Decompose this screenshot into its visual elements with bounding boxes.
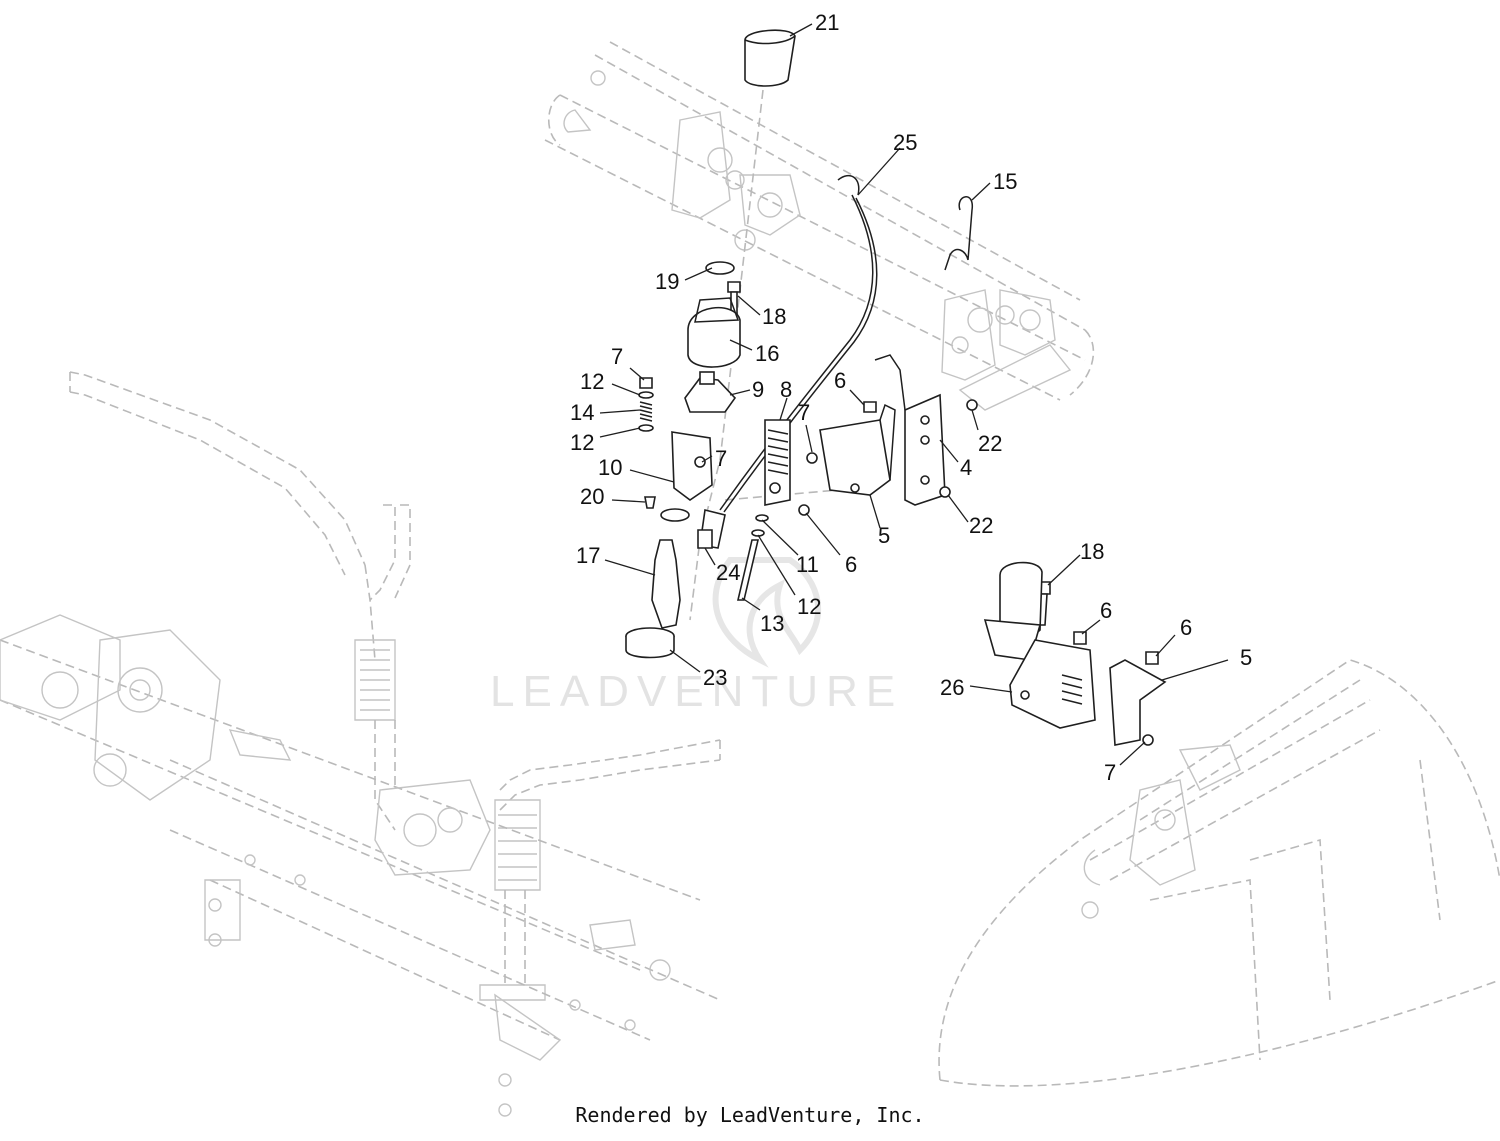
part-20-pin xyxy=(644,496,656,509)
callout-23: 23 xyxy=(703,665,727,690)
callout-21: 21 xyxy=(815,10,839,35)
callouts: 21 25 15 19 18 16 7 12 14 12 9 8 7 6 10 … xyxy=(570,10,1252,785)
callout-22b: 22 xyxy=(969,513,993,538)
callout-15: 15 xyxy=(993,169,1017,194)
callout-4: 4 xyxy=(960,455,972,480)
callout-12c: 12 xyxy=(797,594,821,619)
callout-11: 11 xyxy=(796,552,819,577)
watermark-text: LEADVENTURE xyxy=(490,667,903,716)
callout-19: 19 xyxy=(655,269,679,294)
part-4-bracket xyxy=(874,354,946,506)
part-22-washer-upper xyxy=(966,399,978,411)
callout-8: 8 xyxy=(780,377,792,402)
watermark: LEADVENTURE xyxy=(490,557,903,716)
part-10-mount xyxy=(671,431,713,501)
part-26-plate xyxy=(1009,639,1096,729)
callout-7b: 7 xyxy=(798,400,810,425)
part-5-plate-upper xyxy=(819,403,896,496)
part-6-bolt-mid xyxy=(798,504,810,516)
callout-10: 10 xyxy=(598,455,622,480)
callout-16: 16 xyxy=(755,341,779,366)
callout-26: 26 xyxy=(940,675,964,700)
part-7-nut-mid xyxy=(806,452,818,464)
part-23-cup xyxy=(625,627,675,659)
part-24-fitting xyxy=(697,529,713,549)
callout-12a: 12 xyxy=(580,369,604,394)
part-18-bolt-upper xyxy=(727,281,741,316)
callout-13: 13 xyxy=(760,611,784,636)
part-21-knob xyxy=(744,29,796,87)
callout-6d: 6 xyxy=(1180,615,1192,640)
part-8-spring-plate xyxy=(764,419,791,506)
part-5-plate-right xyxy=(1109,659,1167,746)
leader-lines xyxy=(599,23,1229,766)
callout-9: 9 xyxy=(752,377,764,402)
callout-18a: 18 xyxy=(762,304,786,329)
phantom-chassis xyxy=(0,614,721,1117)
part-ring xyxy=(660,508,690,522)
part-15-hook xyxy=(944,196,973,271)
part-7-nut-right xyxy=(1142,734,1154,746)
phantom-hood xyxy=(938,659,1500,1087)
phantom-upper-crossbar xyxy=(544,41,1095,411)
callout-7c: 7 xyxy=(715,446,727,471)
callout-6c: 6 xyxy=(1100,598,1112,623)
part-6-bolt-right-a xyxy=(1073,631,1087,645)
watermark-logo-icon xyxy=(712,557,821,668)
part-housing-right xyxy=(983,561,1043,661)
callout-5b: 5 xyxy=(1240,645,1252,670)
callout-7d: 7 xyxy=(1104,760,1116,785)
callout-7a: 7 xyxy=(611,344,623,369)
exploded-parts xyxy=(625,29,1167,746)
part-6-bolt-right-b xyxy=(1145,651,1159,665)
phantom-steering-lever xyxy=(69,371,721,1001)
part-22-washer-lower xyxy=(939,486,951,498)
part-6-bolt-upper xyxy=(863,401,877,413)
callout-25: 25 xyxy=(893,130,917,155)
callout-17: 17 xyxy=(576,543,600,568)
render-credit: Rendered by LeadVenture, Inc. xyxy=(575,1103,925,1127)
callout-12b: 12 xyxy=(570,430,594,455)
callout-6b: 6 xyxy=(845,552,857,577)
callout-18b: 18 xyxy=(1080,539,1104,564)
callout-5a: 5 xyxy=(878,523,890,548)
part-9-bracket xyxy=(684,371,737,413)
callout-14: 14 xyxy=(570,400,594,425)
part-19-washer xyxy=(705,261,735,275)
callout-22a: 22 xyxy=(978,431,1002,456)
part-16-housing xyxy=(687,297,741,368)
callout-24: 24 xyxy=(716,560,740,585)
callout-6a: 6 xyxy=(834,368,846,393)
part-17-shaft xyxy=(651,539,681,629)
callout-20: 20 xyxy=(580,484,604,509)
part-stack-left xyxy=(638,377,654,432)
